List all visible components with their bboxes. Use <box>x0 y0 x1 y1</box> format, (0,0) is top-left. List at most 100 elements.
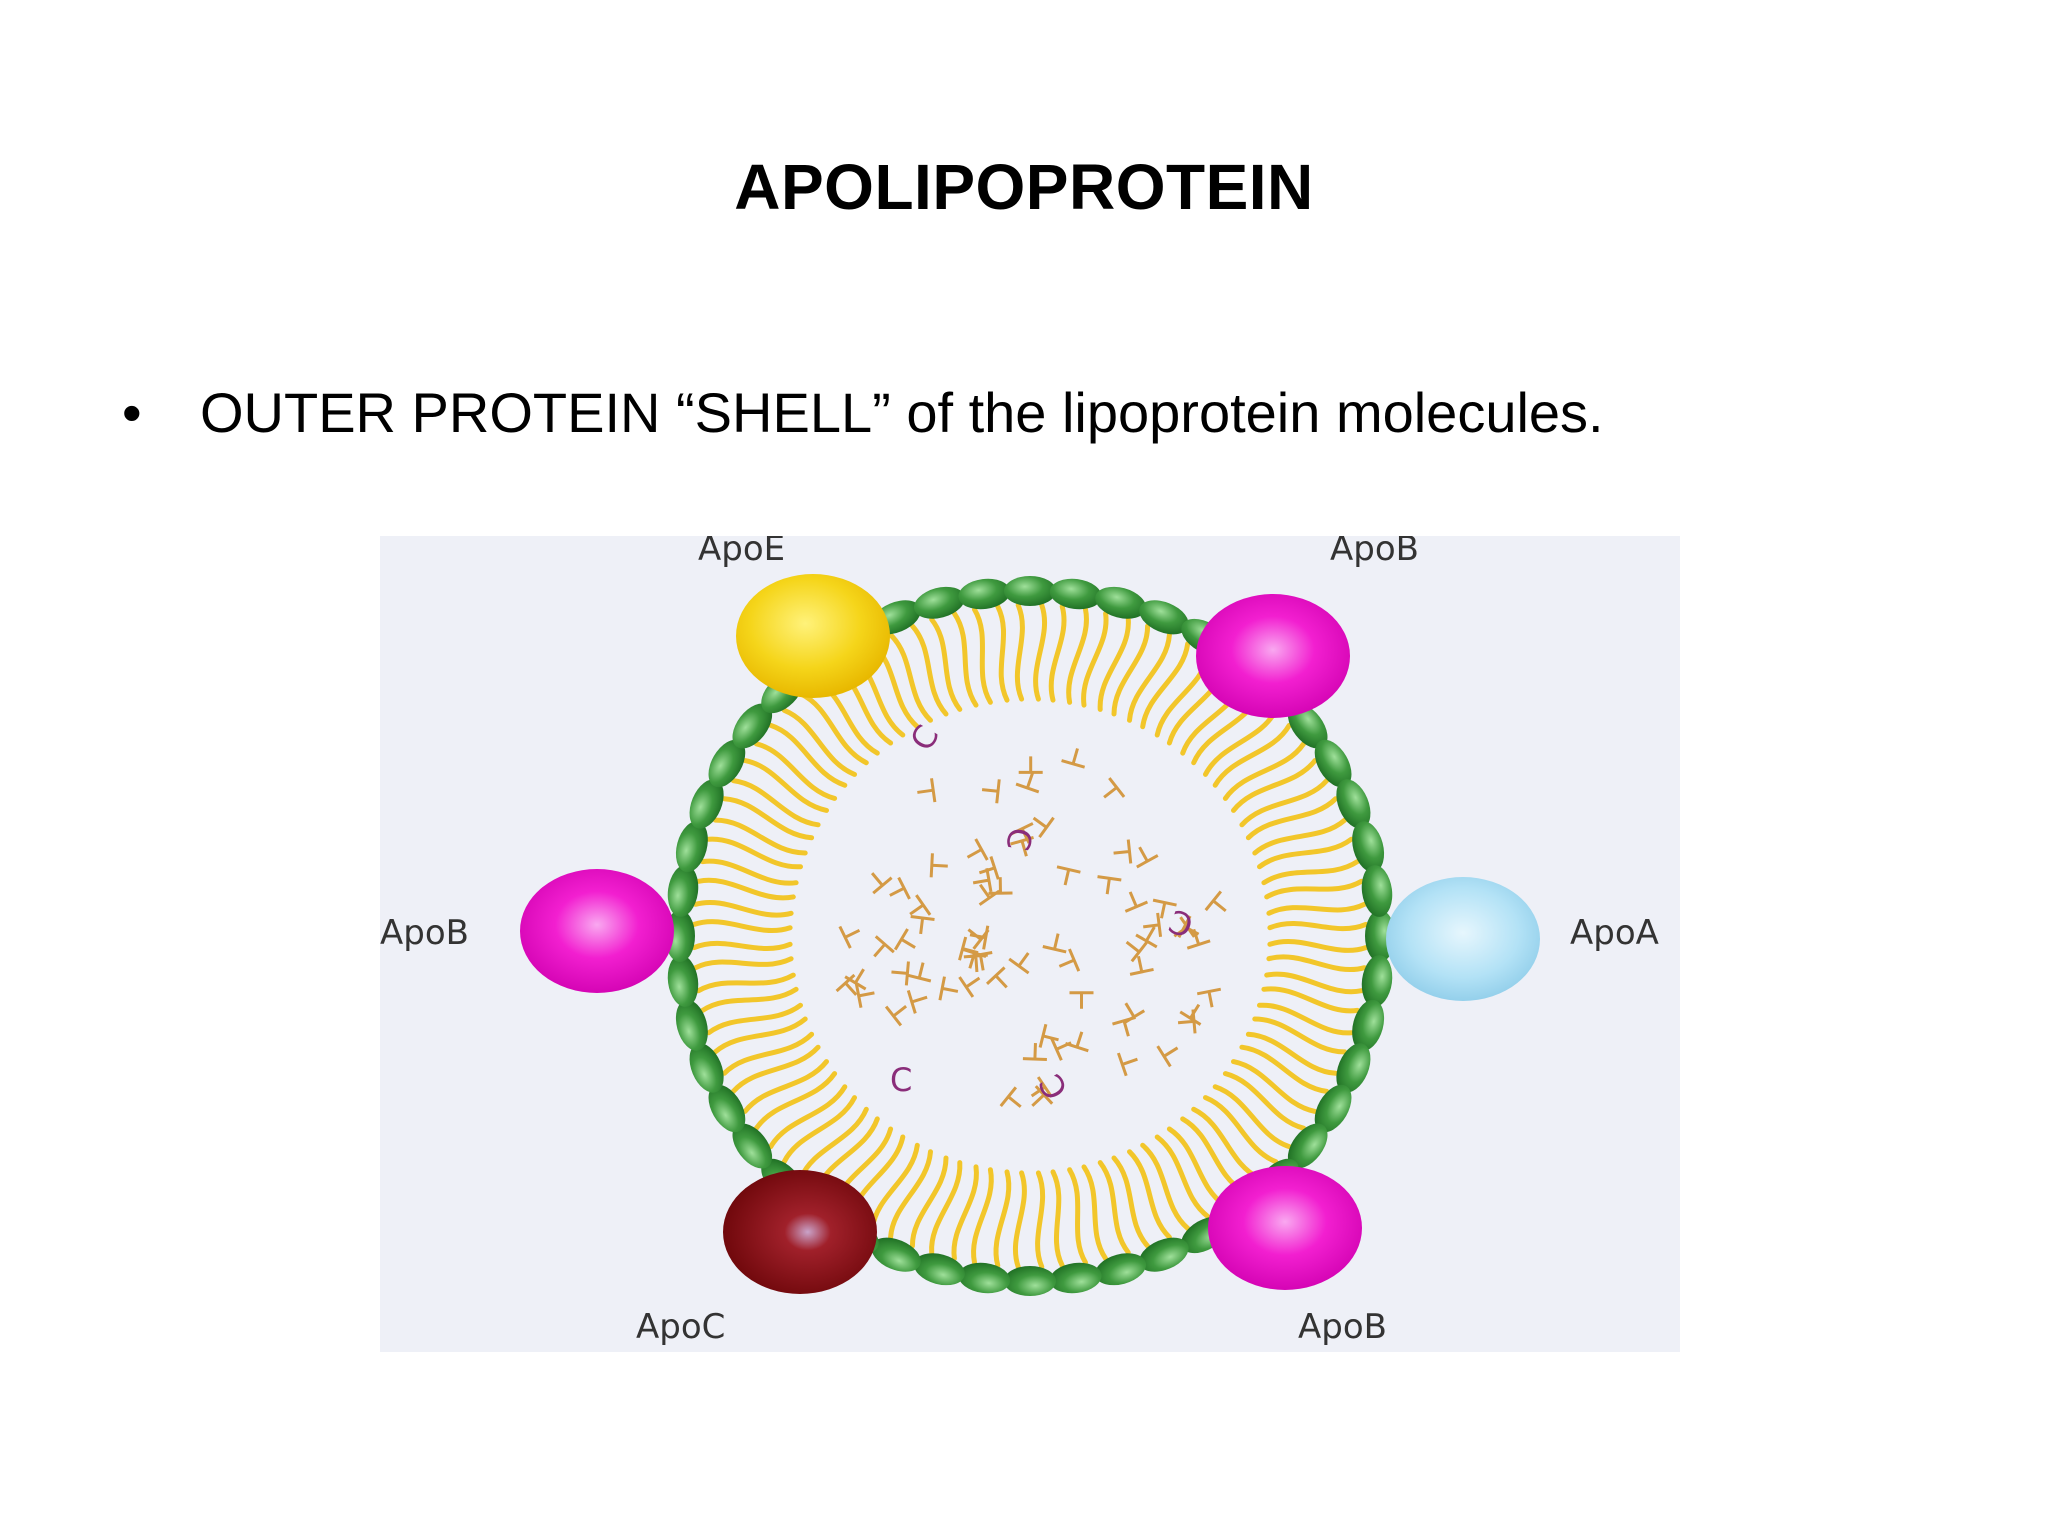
triglyceride-molecule <box>909 894 932 916</box>
phospholipid-tail <box>1050 1169 1065 1268</box>
phospholipid-tail <box>798 691 869 766</box>
phospholipid-tail <box>700 986 799 1013</box>
phospholipid-tail <box>730 1044 821 1094</box>
phospholipid-tail <box>781 707 857 777</box>
apoC-protein <box>723 1170 877 1294</box>
phospholipid-tail <box>929 1160 963 1255</box>
phospholipid-tail <box>1239 1044 1330 1094</box>
cholesterol-mark: C <box>890 1061 912 1099</box>
triglyceride-molecule <box>1022 1043 1047 1062</box>
triglyceride-molecule <box>958 936 979 961</box>
triglyceride-molecule <box>1179 1003 1202 1026</box>
phospholipid-tail <box>951 1164 979 1261</box>
phospholipid-head <box>708 1084 746 1133</box>
phospholipid-head <box>667 955 699 1007</box>
phospholipid-tail <box>753 1071 838 1131</box>
phospholipid-tail <box>1264 971 1364 995</box>
phospholipid-tail <box>909 1155 949 1249</box>
triglyceride-molecule <box>978 856 1000 880</box>
phospholipid-tail <box>1081 1164 1109 1261</box>
triglyceride-molecule <box>884 1004 908 1027</box>
triglyceride-molecule <box>1136 846 1159 869</box>
phospholipid-head <box>1049 578 1102 610</box>
triglyceride-molecule <box>1196 987 1222 1008</box>
phospholipid-tail <box>693 900 794 918</box>
phospholipid-tail <box>888 1149 933 1240</box>
phospholipid-tail <box>1222 1071 1307 1131</box>
phospholipid-head <box>871 1237 921 1272</box>
triglyceride-molecule <box>1038 1023 1059 1048</box>
triglyceride-molecule <box>906 989 928 1014</box>
triglyceride-molecule <box>1156 1045 1179 1068</box>
phospholipid-head <box>1336 1043 1371 1093</box>
phospholipid-head <box>1139 1237 1189 1272</box>
triglyceride-molecule <box>1061 748 1086 769</box>
label-apoB-top-right: ApoB <box>1330 536 1419 569</box>
triglyceride-molecule <box>917 778 937 803</box>
triglyceride-molecule <box>1103 777 1126 799</box>
triglyceride-molecule <box>988 877 1013 895</box>
bullet-point: •OUTER PROTEIN “SHELL” of the lipoprotei… <box>122 380 1604 445</box>
triglyceride-molecule <box>1152 898 1177 919</box>
phospholipid-tail <box>1245 1031 1339 1076</box>
triglyceride-molecule <box>972 868 993 893</box>
phospholipid-tail <box>730 778 821 828</box>
triglyceride-molecule <box>1069 991 1094 1009</box>
phospholipid-tail <box>1127 632 1172 723</box>
triglyceride-molecule <box>854 983 875 1008</box>
phospholipid-tail <box>1111 623 1151 717</box>
phospholipid-tail <box>691 940 793 951</box>
phospholipid-tail <box>909 623 949 717</box>
phospholipid-tail <box>1231 758 1318 813</box>
triglyceride-molecule <box>978 883 1001 906</box>
apoE-protein <box>736 574 890 698</box>
phospholipid-tail <box>1222 741 1307 801</box>
phospholipid-tail <box>1140 641 1191 730</box>
phospholipid-tail <box>1257 1002 1354 1036</box>
phospholipid-head <box>913 586 965 619</box>
phospholipid-tail <box>1245 796 1339 841</box>
triglyceride-molecule <box>1113 839 1133 864</box>
label-apoB-left: ApoB <box>380 913 469 953</box>
phospholipid-tail <box>1127 1149 1172 1240</box>
phospholipid-head <box>1361 955 1393 1007</box>
phospholipid-tail <box>1212 722 1292 788</box>
triglyceride-molecule <box>910 915 935 935</box>
triglyceride-molecule <box>1124 891 1149 913</box>
triglyceride-molecule <box>1125 940 1148 963</box>
phospholipid-tail <box>696 972 796 994</box>
triglyceride-molecule <box>1018 756 1043 774</box>
triglyceride-molecule <box>1042 933 1067 954</box>
phospholipid-tail <box>1267 938 1369 953</box>
phospholipid-tail <box>693 956 794 971</box>
phospholipid-tail <box>706 836 803 870</box>
phospholipid-head <box>1004 576 1056 606</box>
phospholipid-tail <box>1212 1084 1292 1150</box>
phospholipid-tail <box>1097 617 1131 712</box>
phospholipid-tails <box>691 602 1369 1270</box>
phospholipid-head <box>1095 586 1147 619</box>
label-apoB-bottom-right: ApoB <box>1298 1307 1387 1347</box>
triglyceride-molecule <box>929 853 948 878</box>
triglyceride-molecule <box>1058 948 1081 972</box>
phospholipid-head <box>675 821 708 873</box>
phospholipid-head <box>1336 779 1371 829</box>
phospholipid-tail <box>1140 1142 1191 1231</box>
triglyceride-molecule <box>1010 822 1034 844</box>
phospholipid-head <box>1314 739 1352 788</box>
apoA-protein <box>1386 877 1540 1001</box>
phospholipid-tail <box>1267 921 1369 932</box>
label-apoA: ApoA <box>1570 913 1659 953</box>
apoB-protein-left <box>520 869 674 993</box>
phospholipid-tail <box>721 796 815 841</box>
phospholipid-tail <box>995 604 1010 703</box>
triglyceride-molecule <box>1204 890 1227 913</box>
phospholipid-tail <box>951 611 979 708</box>
apoB-protein-bottom-right <box>1208 1166 1362 1290</box>
phospholipid-tail <box>768 722 848 788</box>
phospholipid-tail <box>1066 607 1089 705</box>
triglyceride-molecule <box>1010 836 1034 857</box>
phospholipid-tail <box>1239 778 1330 828</box>
